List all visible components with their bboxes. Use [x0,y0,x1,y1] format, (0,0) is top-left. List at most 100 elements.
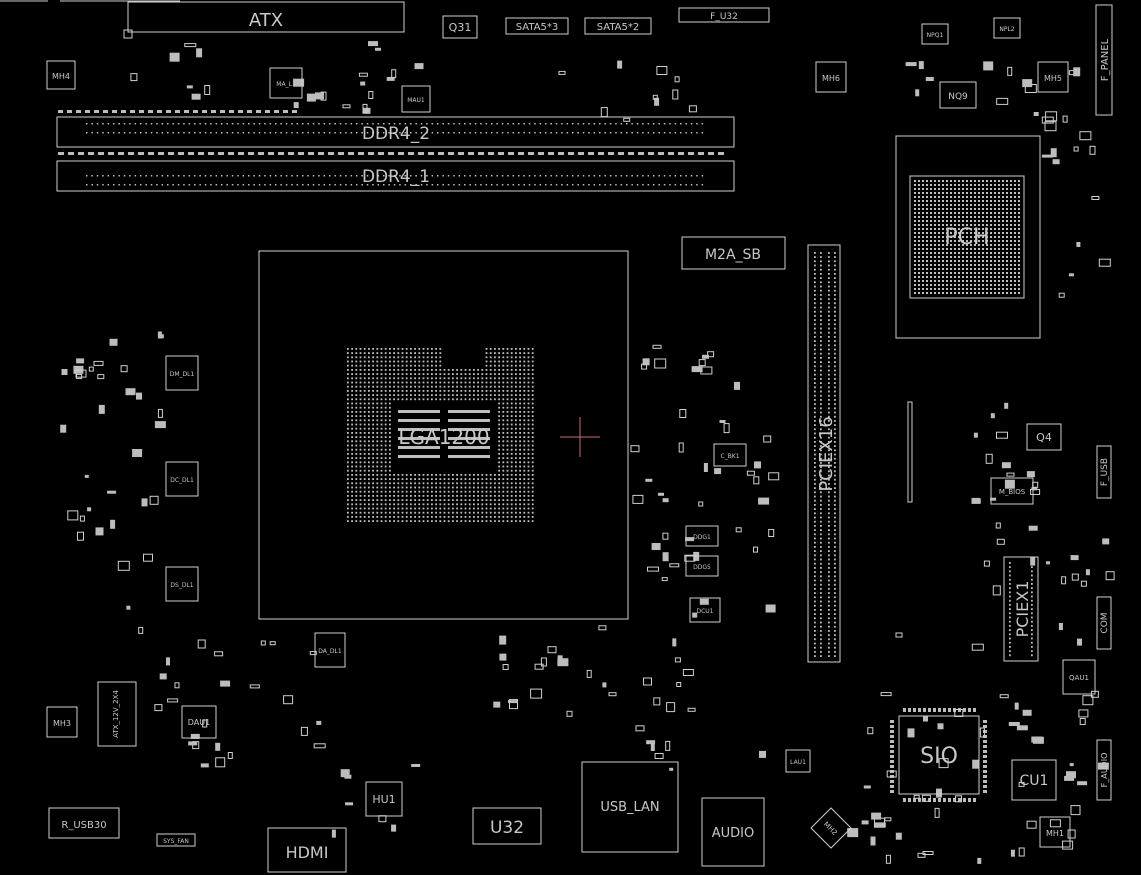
pch-ball [962,244,964,246]
socket-pad [363,499,366,501]
socket-pad [473,385,475,388]
socket-pad [401,360,404,363]
smd-pad [256,110,261,113]
pch-ball [926,228,928,230]
socket-pad [515,490,517,493]
pcie-pin [820,604,822,607]
socket-pad [426,377,429,380]
socket-pad [347,402,349,405]
socket-pad [376,419,379,422]
pch-ball [1010,216,1012,218]
socket-pad [410,385,412,388]
smd-component [166,657,170,666]
pch-ball [1010,192,1012,194]
smd-component [493,701,501,708]
socket-pad [384,503,387,506]
socket-pad [368,490,370,493]
socket-pad [418,478,421,480]
pch-ball [990,208,992,210]
ddr-pin [480,123,482,125]
pch-ball [938,276,940,278]
pch-ball [918,268,920,270]
socket-pad [405,394,408,396]
socket-pad [401,381,404,384]
pch-ball [1018,228,1020,230]
pcie-pin [1031,595,1033,598]
pch-ball [970,272,972,274]
socket-pad [456,495,458,497]
pcie-pin [814,600,816,603]
pcie-pin [820,525,822,527]
ddr-pin [302,123,304,125]
socket-bar [448,455,490,458]
pcie-pin [1009,604,1011,606]
socket-pad [359,495,362,497]
socket-pad [389,490,391,493]
socket-pad [498,495,500,497]
ddr-pin [345,184,347,186]
pch-ball [954,212,956,214]
pcie-pin [820,478,822,481]
smd-component [190,733,200,739]
socket-pad [515,465,517,468]
socket-pad [502,461,505,464]
ddr-pin [410,175,412,177]
ddr-pin [377,132,380,134]
pcie-pin [820,331,822,334]
socket-pad [515,419,517,422]
socket-pad [422,364,425,367]
pch-ball [978,188,980,190]
socket-pad [489,398,492,401]
ddr-pin [96,123,99,125]
ddr-pin [555,184,558,186]
pcie-pin [828,592,830,594]
pch-ball [1018,196,1020,198]
pch-ball [978,292,980,294]
pch-ball [1002,260,1004,262]
pciex16-latch [907,401,913,503]
socket-pad [405,360,408,363]
ddr-pin [329,175,331,177]
socket-pad [498,478,500,480]
pcie-pin [828,281,830,284]
pch-ball [978,236,980,238]
q31-outline [442,15,478,39]
socket-pad [363,490,366,493]
pch-ball [1006,188,1008,190]
smd-pad [148,110,153,113]
socket-pad [519,390,521,392]
pch-ball [990,232,992,234]
socket-pad [359,394,362,396]
dau1-outline [181,705,217,739]
socket-pad [473,474,475,476]
socket-pad [460,390,463,392]
socket-pad [435,482,437,485]
smd-component [283,695,294,705]
pch-ball [982,184,984,186]
socket-pad [397,390,400,392]
pch-ball [982,224,984,226]
socket-pad [351,348,353,350]
smd-pad [128,152,134,155]
socket-pad [393,360,395,363]
pch-ball [930,272,932,274]
ddr-pin [545,184,547,186]
pcie-pin [834,457,836,460]
socket-pad [502,398,505,401]
pch-ball [958,200,960,202]
socket-pad [414,373,416,375]
socket-pad [506,377,509,380]
smd-component [67,510,79,521]
ddr-pin [339,175,342,177]
pch-ball [1018,232,1020,234]
pcie-pin [834,504,836,506]
pcie-pin [834,655,836,657]
pch-ball [970,288,972,290]
smd-component [955,795,962,803]
pch-ball [922,208,924,210]
pch-ball [982,204,984,206]
ddr-pin [501,123,504,125]
smd-component [269,641,276,646]
smd-component [1077,781,1088,786]
socket-pad [347,415,349,417]
